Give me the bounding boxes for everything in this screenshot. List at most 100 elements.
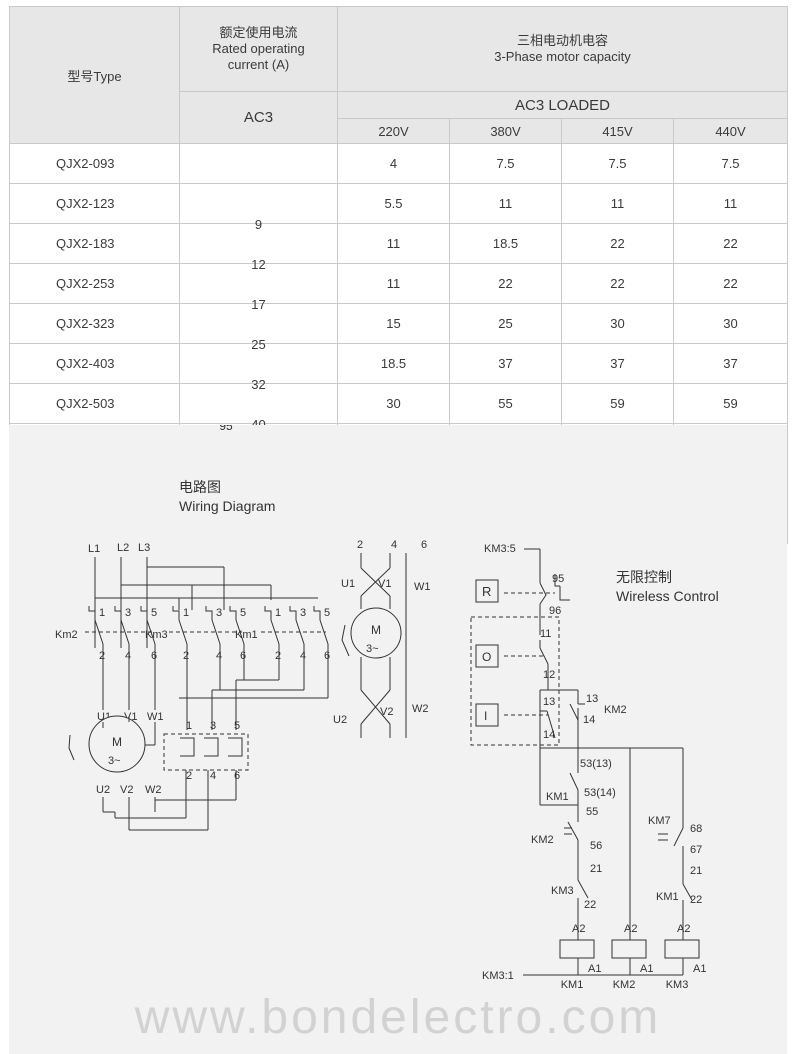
terminal-label: 53(14) — [584, 787, 616, 799]
terminal-label: L3 — [138, 542, 150, 554]
contact-terminal — [114, 606, 122, 620]
terminal-label: W1 — [414, 581, 431, 593]
motor-label: M — [371, 623, 381, 637]
value-415v: 59 — [561, 383, 674, 424]
value-440v: 22 — [672, 263, 789, 304]
terminal-label: 4 — [216, 650, 222, 662]
voltage-header: 440V — [672, 118, 789, 144]
star-link — [180, 737, 195, 757]
terminal-label: V2 — [120, 784, 133, 796]
terminal-label: L1 — [88, 543, 100, 555]
terminal-label: 22 — [690, 894, 702, 906]
terminal-label: 4 — [300, 650, 306, 662]
wireless-title-en: Wireless Control — [616, 588, 719, 604]
value-440v: 37 — [672, 343, 789, 384]
terminal-label: 6 — [240, 650, 246, 662]
table-row: QJX2-5034030555959 — [9, 383, 789, 432]
coil-label: KM1 — [561, 979, 584, 991]
terminal-label: 2 — [275, 650, 281, 662]
terminal-label: 13 — [586, 693, 598, 705]
coil-label: KM3 — [666, 979, 689, 991]
terminal-label: 2 — [186, 770, 192, 782]
motor-label: 3~ — [108, 755, 121, 767]
contact-terminal — [172, 606, 180, 620]
terminal-label: 2 — [183, 650, 189, 662]
value-380v: 22 — [449, 263, 562, 304]
terminal-label: 6 — [324, 650, 330, 662]
terminal-label: 4 — [210, 770, 216, 782]
value-440v: 30 — [672, 303, 789, 344]
terminal-label: 1 — [275, 607, 281, 619]
star-link — [228, 737, 243, 757]
diagram-title-cn: 电路图 — [179, 479, 221, 495]
overload-contact — [539, 582, 547, 605]
overflow-value: 95 — [219, 425, 233, 433]
terminal-label: 1 — [99, 607, 105, 619]
contact-terminal — [88, 606, 96, 620]
value-380v: 11 — [449, 183, 562, 224]
contactor-label: Km3 — [145, 629, 168, 641]
stop-button — [475, 644, 499, 668]
value-220v: 4 — [337, 143, 450, 184]
value-220v: 18.5 — [337, 343, 450, 384]
terminal-label: 6 — [234, 770, 240, 782]
terminal-label: L2 — [117, 542, 129, 554]
terminal-label: U1 — [341, 578, 355, 590]
terminal-label: 11 — [540, 628, 551, 640]
current-header: 额定使用电流 Rated operating current (A) — [179, 6, 338, 92]
wire — [546, 710, 556, 739]
contact-switch — [211, 619, 221, 645]
terminal-label: 68 — [690, 823, 702, 835]
value-415v: 30 — [561, 303, 674, 344]
terminal-label: 3 — [300, 607, 306, 619]
wireless-remote-box — [470, 616, 560, 746]
contactor-label: KM2 — [531, 834, 554, 846]
voltage-header: 415V — [561, 118, 674, 144]
wire — [567, 821, 579, 841]
voltage-header: 220V — [337, 118, 450, 144]
terminal-label: 2 — [99, 650, 105, 662]
rotation-arrow — [68, 734, 75, 761]
contactor-label: KM3 — [551, 885, 574, 897]
terminal-label: 96 — [549, 605, 561, 617]
terminal-label: KM3:1 — [482, 970, 514, 982]
model-cell: QJX2-093 — [9, 143, 180, 184]
value-380v: 37 — [449, 343, 562, 384]
capacity-header: 三相电动机电容 3-Phase motor capacity — [336, 6, 789, 92]
wire — [569, 772, 579, 791]
value-415v: 7.5 — [561, 143, 674, 184]
watermark: www.bondelectro.com — [134, 991, 662, 1044]
coil-label: KM2 — [613, 979, 636, 991]
motor-symbol — [350, 607, 402, 659]
coil — [559, 939, 595, 959]
motor-symbol — [88, 715, 146, 773]
terminal-label: 5 — [234, 720, 240, 732]
terminal-label: 6 — [151, 650, 157, 662]
terminal-label: V2 — [380, 706, 393, 718]
reset-button — [475, 579, 499, 603]
wire — [673, 827, 684, 847]
terminal-label: A1 — [693, 963, 706, 975]
contact-terminal — [229, 606, 237, 620]
wire — [569, 703, 579, 721]
model-cell: QJX2-503 — [9, 383, 180, 424]
voltage-header: 380V — [449, 118, 562, 144]
value-415v: 22 — [561, 223, 674, 264]
value-440v: 7.5 — [672, 143, 789, 184]
contactor-label: Km2 — [55, 629, 78, 641]
contact-terminal — [264, 606, 272, 620]
current-cell: 12 — [179, 223, 338, 272]
terminal-label: KM3:5 — [484, 543, 516, 555]
terminal-label: 1 — [186, 720, 192, 732]
terminal-label: 95 — [552, 573, 564, 585]
contact-terminal — [313, 606, 321, 620]
button-label: R — [482, 584, 491, 599]
wireless-title-cn: 无限控制 — [616, 569, 672, 585]
current-cell: 17 — [179, 263, 338, 312]
value-380v: 7.5 — [449, 143, 562, 184]
current-cell: 40 — [179, 383, 338, 432]
current-cell: 9 — [179, 183, 338, 232]
terminal-label: 21 — [590, 863, 602, 875]
